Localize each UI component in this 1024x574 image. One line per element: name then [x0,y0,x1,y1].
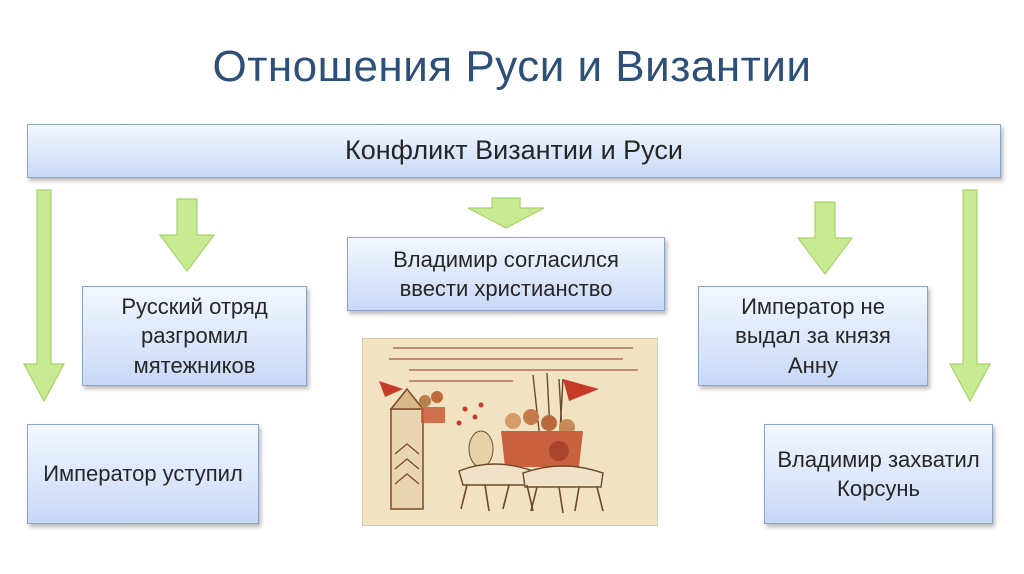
conflict-header-box: Конфликт Византии и Руси [27,124,1001,178]
box-vladimir-captured-korsun: Владимир захватил Корсунь [764,424,993,524]
box-vladimir-christianity: Владимир согласился ввести христианство [347,237,665,311]
down-arrow-center [467,197,545,229]
chronicle-miniature-image [362,338,658,526]
box-emperor-refused-anna-text: Император не выдал за князя Анну [735,294,891,378]
box-emperor-refused-anna: Император не выдал за князя Анну [698,286,928,386]
box-russian-detachment-text: Русский отряд разгромил мятежников [121,294,268,378]
conflict-header-text: Конфликт Византии и Руси [345,135,683,166]
box-russian-detachment: Русский отряд разгромил мятежников [82,286,307,386]
down-arrow-left [158,198,216,272]
box-emperor-yielded-text: Император уступил [43,461,243,487]
box-vladimir-christianity-text: Владимир согласился ввести христианство [393,246,619,301]
long-down-arrow-right [948,189,992,403]
box-emperor-yielded: Император уступил [27,424,259,524]
slide-title: Отношения Руси и Византии [212,42,812,91]
long-down-arrow-left [22,189,66,403]
down-arrow-right [796,201,854,275]
box-vladimir-captured-korsun-text: Владимир захватил Корсунь [777,446,980,501]
